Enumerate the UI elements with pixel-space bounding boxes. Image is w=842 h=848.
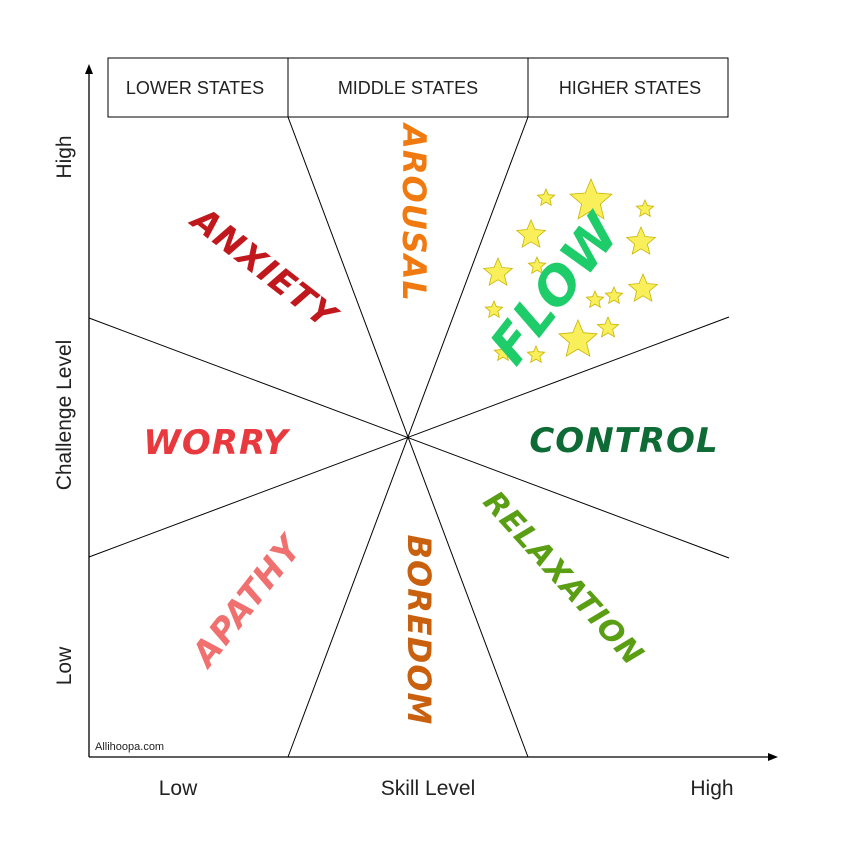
star-icon bbox=[635, 198, 655, 218]
header-box-middle bbox=[287, 57, 529, 118]
divider-shallow-down bbox=[88, 317, 730, 559]
state-worry: WORRY bbox=[143, 423, 291, 463]
axes bbox=[85, 64, 778, 761]
state-anxiety: ANXIETY bbox=[181, 198, 345, 339]
y-axis-low-label: Low bbox=[53, 646, 76, 685]
header-lower-states: LOWER STATES bbox=[126, 78, 264, 98]
star-icon bbox=[558, 318, 598, 358]
star-icon bbox=[569, 177, 613, 220]
header-higher-states: HIGHER STATES bbox=[559, 78, 701, 98]
star-icon bbox=[596, 315, 620, 338]
star-icon bbox=[482, 256, 514, 286]
star-icon bbox=[526, 344, 546, 364]
star-icon bbox=[484, 299, 504, 319]
axis-labels: Challenge Level High Low Skill Level Low… bbox=[53, 135, 734, 800]
divider-shallow-up bbox=[88, 316, 730, 558]
star-icon bbox=[625, 225, 657, 255]
x-axis-high-label: High bbox=[690, 777, 733, 800]
y-axis-high-label: High bbox=[53, 135, 76, 178]
state-boredom: BOREDOM bbox=[400, 535, 438, 726]
x-axis-arrow bbox=[768, 753, 778, 761]
star-icon bbox=[627, 272, 659, 302]
state-headers: LOWER STATES MIDDLE STATES HIGHER STATES bbox=[107, 57, 729, 118]
flow-stars bbox=[482, 177, 659, 364]
header-box-lower bbox=[107, 57, 289, 118]
x-axis-title: Skill Level bbox=[381, 777, 476, 800]
y-axis-title: Challenge Level bbox=[53, 340, 76, 491]
star-icon bbox=[585, 289, 605, 309]
star-icon bbox=[536, 187, 556, 207]
header-box-higher bbox=[527, 57, 729, 118]
x-axis-low-label: Low bbox=[159, 777, 198, 800]
state-relaxation: RELAXATION bbox=[476, 485, 650, 673]
state-labels: ANXIETY AROUSAL FLOW WORRY CONTROL APATH… bbox=[143, 121, 718, 726]
state-arousal: AROUSAL bbox=[395, 121, 433, 302]
credit-watermark: Allihoopa.com bbox=[95, 741, 164, 753]
star-icon bbox=[515, 218, 547, 248]
star-icon bbox=[604, 285, 624, 305]
y-axis-arrow bbox=[85, 64, 93, 74]
star-icon bbox=[493, 342, 513, 362]
region-dividers bbox=[88, 116, 730, 758]
star-icon bbox=[527, 255, 547, 275]
header-middle-states: MIDDLE STATES bbox=[338, 78, 478, 98]
state-apathy: APATHY bbox=[182, 527, 311, 677]
state-flow: FLOW bbox=[479, 202, 633, 376]
state-control: CONTROL bbox=[529, 421, 718, 461]
